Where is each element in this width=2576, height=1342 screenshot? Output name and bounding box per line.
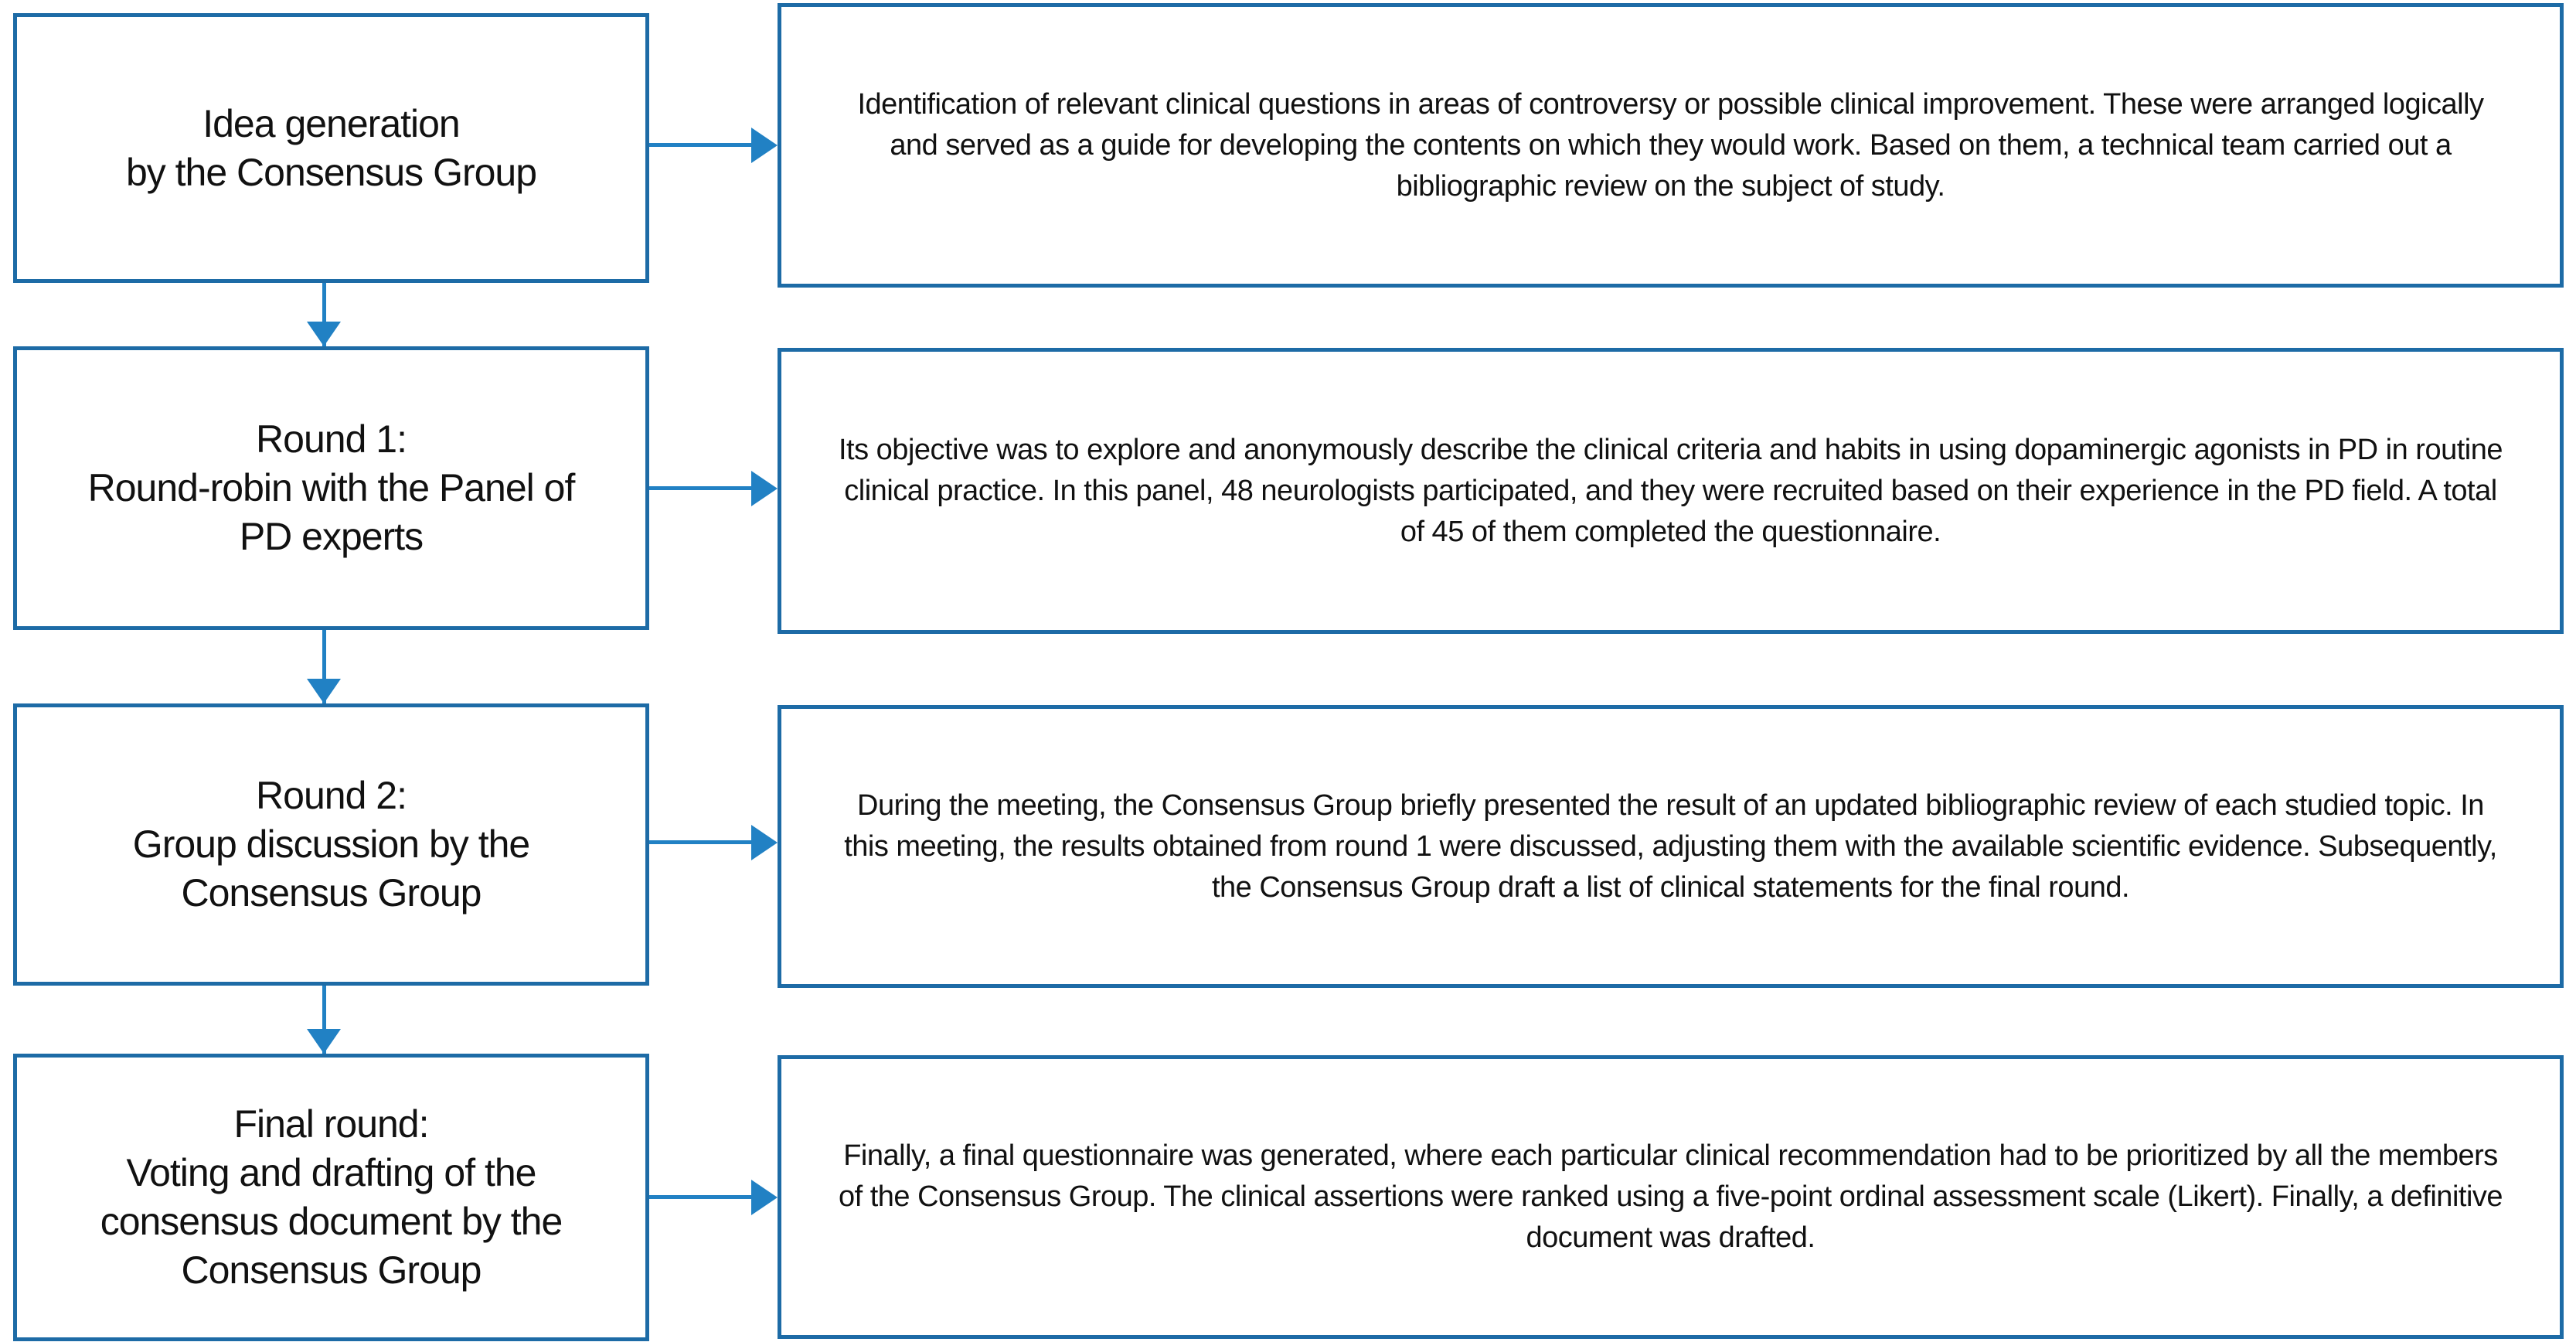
step-title-line: Voting and drafting of the: [126, 1151, 537, 1194]
step-box-round-2: Round 2: Group discussion by the Consens…: [13, 703, 649, 986]
step-title-line: Idea generation: [202, 101, 461, 145]
arrow-shaft: [322, 283, 326, 346]
description-box-idea-generation: Identification of relevant clinical ques…: [778, 3, 2564, 288]
step-title-line: consensus document by the: [100, 1200, 563, 1243]
arrow-shaft: [649, 1195, 757, 1199]
description-text: Its objective was to explore and anonymo…: [839, 433, 2503, 548]
arrow-head: [751, 1180, 778, 1215]
description-text: Identification of relevant clinical ques…: [857, 87, 2484, 203]
arrow-right-icon: [649, 471, 778, 506]
step-box-final-round: Final round: Voting and drafting of the …: [13, 1054, 649, 1341]
arrow-shaft: [322, 986, 326, 1054]
step-title-line: Final round:: [233, 1102, 429, 1146]
step-title-line: Round-robin with the Panel of: [87, 466, 576, 509]
arrow-head: [307, 322, 341, 346]
description-box-round-1: Its objective was to explore and anonymo…: [778, 348, 2564, 634]
step-title-line: Consensus Group: [181, 1248, 482, 1292]
step-title-line: by the Consensus Group: [125, 150, 537, 194]
step-title-line: Round 2:: [256, 774, 407, 817]
description-box-final-round: Finally, a final questionnaire was gener…: [778, 1055, 2564, 1339]
step-title-line: PD experts: [239, 515, 424, 558]
arrow-shaft: [649, 486, 757, 490]
arrow-right-icon: [649, 1180, 778, 1215]
arrow-right-icon: [649, 825, 778, 860]
arrow-down-icon: [307, 986, 341, 1054]
arrow-head: [307, 1029, 341, 1054]
arrow-down-icon: [307, 283, 341, 346]
description-text: During the meeting, the Consensus Group …: [844, 789, 2497, 904]
arrow-shaft: [649, 143, 757, 147]
arrow-shaft: [649, 840, 757, 844]
step-title-line: Round 1:: [256, 417, 407, 461]
step-title-line: Consensus Group: [181, 871, 482, 915]
arrow-down-icon: [307, 630, 341, 703]
description-text: Finally, a final questionnaire was gener…: [838, 1139, 2503, 1254]
step-title-line: Group discussion by the: [132, 823, 530, 866]
description-box-round-2: During the meeting, the Consensus Group …: [778, 705, 2564, 988]
arrow-head: [307, 679, 341, 703]
step-box-round-1: Round 1: Round-robin with the Panel of P…: [13, 346, 649, 630]
arrow-head: [751, 471, 778, 506]
step-box-idea-generation: Idea generation by the Consensus Group: [13, 13, 649, 283]
arrow-shaft: [322, 630, 326, 703]
arrow-right-icon: [649, 128, 778, 163]
arrow-head: [751, 825, 778, 860]
arrow-head: [751, 128, 778, 163]
